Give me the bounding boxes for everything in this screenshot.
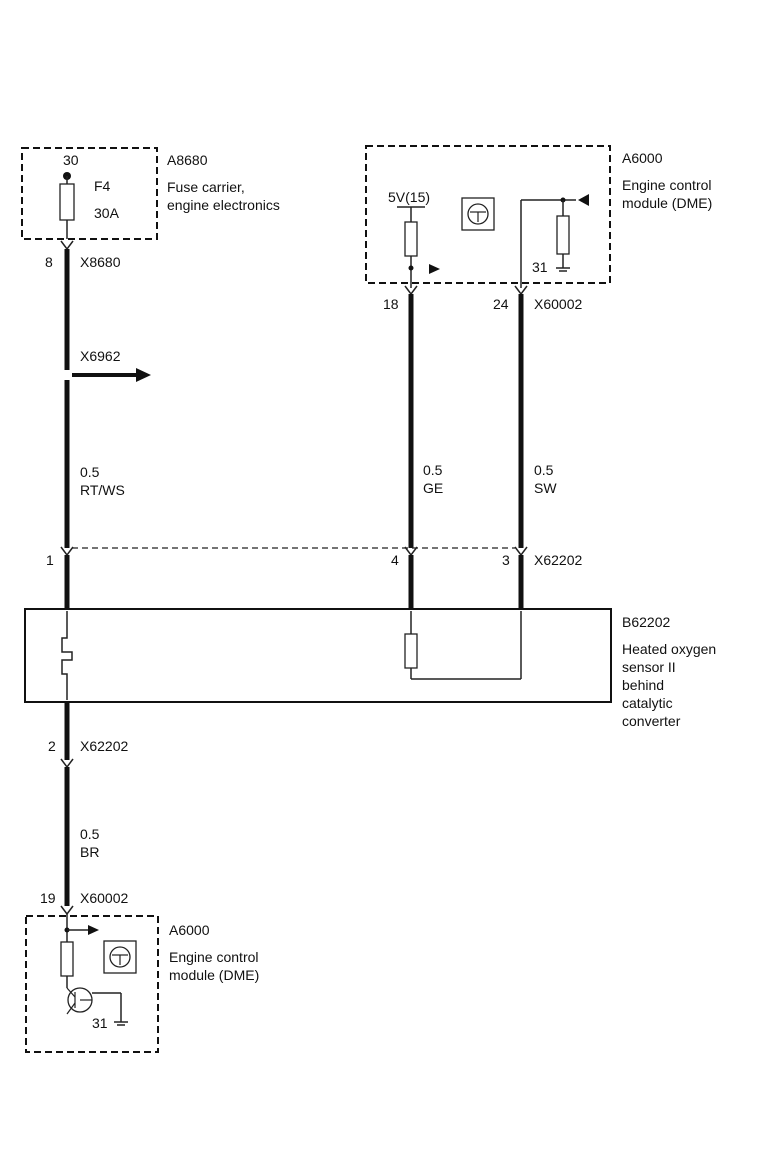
pin-19-label: 19 [40,890,56,906]
x62202-label: X62202 [534,552,582,568]
x62202-lower-label: X62202 [80,738,128,754]
branch-arrow-icon [136,368,151,382]
wire-br-color: BR [80,844,99,860]
dme-bottom-ref: A6000 [169,922,210,938]
fuse-rating-label: 30A [94,205,120,221]
terminal-30-label: 30 [63,152,79,168]
dme-bottom-resistor [60,941,74,977]
reference-arrow-icon [578,194,589,206]
sensor-element-resistor [404,633,418,669]
x60002-top-label: X60002 [534,296,582,312]
pin-8-label: 8 [45,254,53,270]
fuse-carrier-ref: A8680 [167,152,208,168]
sensor-desc-2: sensor II [622,659,676,675]
sensor-desc-1: Heated oxygen [622,641,716,657]
dme-top-desc-1: Engine control [622,177,712,193]
pin-2-label: 2 [48,738,56,754]
pin-19-connector-symbol [60,905,74,916]
dme-bottom-ground-label: 31 [92,1015,108,1031]
sensor-ref: B62202 [622,614,670,630]
pin-2-connector-symbol [60,758,74,769]
wire-ge-size: 0.5 [423,462,443,478]
sensor-heater-symbol [61,611,73,700]
pin-4-connector-symbol [404,546,418,557]
fuse-carrier-desc-2: engine electronics [167,197,280,213]
x8680-label: X8680 [80,254,121,270]
fuse-carrier-desc-1: Fuse carrier, [167,179,245,195]
sensor-desc-4: catalytic [622,695,673,711]
x6962-label: X6962 [80,348,121,364]
dme-top-ground-resistor [556,215,570,255]
wire-sw-color: SW [534,480,557,496]
wire-ge-color: GE [423,480,443,496]
pin-18-label: 18 [383,296,399,312]
pin-1-label: 1 [46,552,54,568]
dme-top-desc-2: module (DME) [622,195,712,211]
wire-br-size: 0.5 [80,826,100,842]
sensor-desc-5: converter [622,713,681,729]
oxygen-sensor-box [24,608,612,703]
signal-arrow-icon [429,264,440,274]
pin-1-connector-symbol [60,546,74,557]
dme-top-resistor [404,221,418,257]
dme-bottom-desc-2: module (DME) [169,967,259,983]
fuse-f4-symbol [59,183,75,221]
pin-3-label: 3 [502,552,510,568]
wire-rtws-color: RT/WS [80,482,125,498]
wire-sw-size: 0.5 [534,462,554,478]
dme-bottom-signal-arrow-icon [88,925,99,935]
dme-bottom-box [25,915,159,1053]
dme-top-box [365,145,611,284]
fuse-name-label: F4 [94,178,111,194]
x60002-bottom-label: X60002 [80,890,128,906]
pin-4-label: 4 [391,552,399,568]
dme-top-ground-label: 31 [532,259,548,275]
pin-8-connector-symbol [60,240,74,251]
wire-rtws-size: 0.5 [80,464,100,480]
sensor-desc-3: behind [622,677,664,693]
pin-3-connector-symbol [514,546,528,557]
fuse-carrier-box [21,147,158,240]
dme-top-ref: A6000 [622,150,663,166]
supply-5v-label: 5V(15) [388,189,430,205]
pin-24-label: 24 [493,296,509,312]
dme-bottom-desc-1: Engine control [169,949,259,965]
